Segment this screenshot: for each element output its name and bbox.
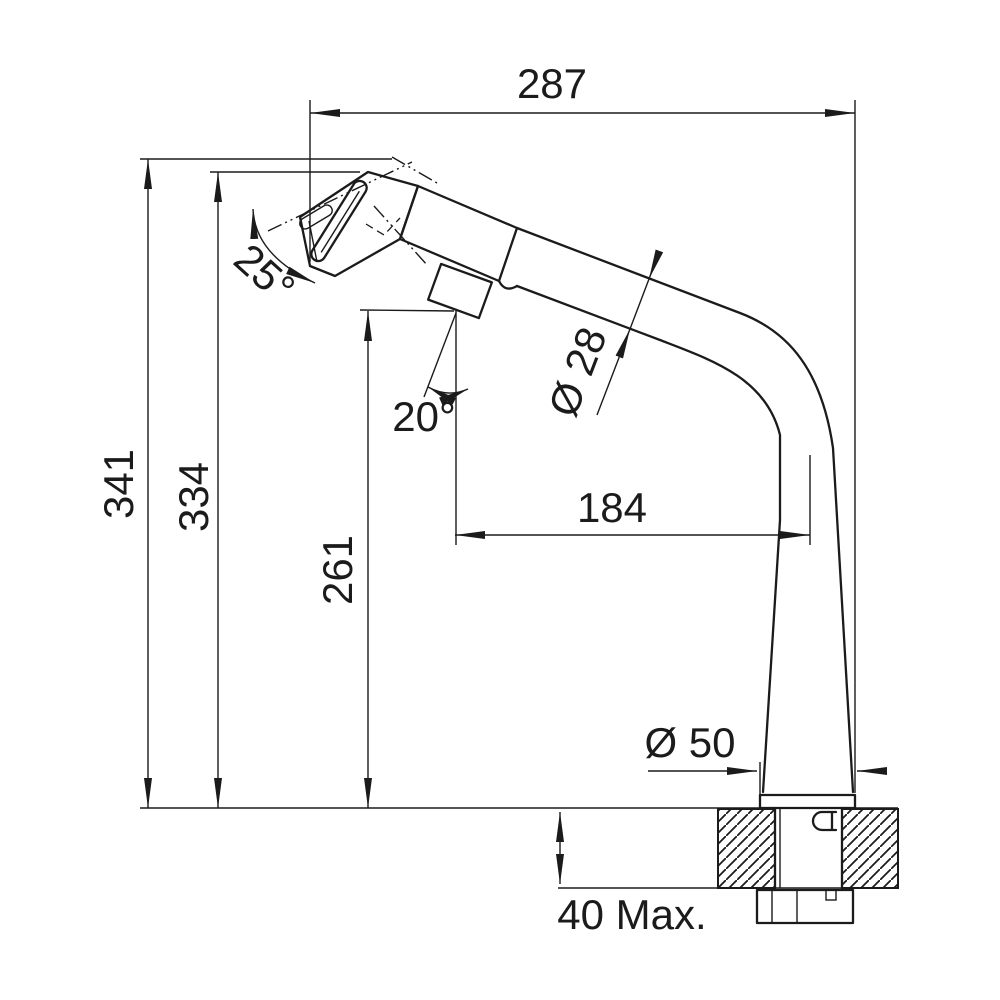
phantom-head-top — [391, 156, 438, 184]
dim-40max-label: 40 Max. — [557, 891, 706, 938]
dim-dia28-crossing — [629, 278, 650, 330]
mounting-nut — [755, 888, 855, 925]
dim-334-label: 334 — [170, 462, 217, 532]
dim-287-label: 287 — [517, 60, 587, 107]
tube-joint-tab — [497, 279, 519, 290]
dim-dia28-label: Ø 28 — [539, 321, 616, 423]
dim-dia28-leader-upper — [648, 249, 664, 280]
dimension-annotations: 287 341 334 261 184 25° 20° Ø 28 — [95, 60, 887, 938]
worktop-section-right — [841, 808, 899, 889]
knurled-swivel-knob — [426, 262, 494, 320]
spout-outer-edge — [515, 226, 855, 794]
base-flange — [758, 793, 857, 810]
dim-261-label: 261 — [314, 535, 361, 605]
dim-25deg-arc — [250, 208, 316, 284]
shank-clip — [811, 810, 838, 832]
dim-20deg-tilted-ref — [423, 312, 457, 398]
dim-dia50-label: Ø 50 — [644, 719, 735, 766]
dim-20deg-arc — [427, 386, 469, 405]
nut-notch — [825, 889, 837, 901]
faucet-outline — [267, 156, 855, 794]
dim-261-ext — [359, 309, 455, 312]
lever-handle-inner-line — [320, 190, 360, 253]
base-installation — [140, 793, 899, 925]
dim-341-label: 341 — [95, 449, 142, 519]
spout-inner-edge — [515, 284, 782, 794]
worktop-section-left — [717, 808, 776, 889]
phantom-nozzle-vee — [365, 217, 401, 236]
dim-dia28-leader-lower — [596, 328, 631, 416]
dim-184-label: 184 — [577, 484, 647, 531]
dim-20deg-label: 20° — [392, 393, 456, 440]
phantom-head-edge — [373, 205, 429, 267]
dim-25deg-label: 25° — [225, 235, 304, 312]
head-body-segment — [398, 184, 519, 283]
